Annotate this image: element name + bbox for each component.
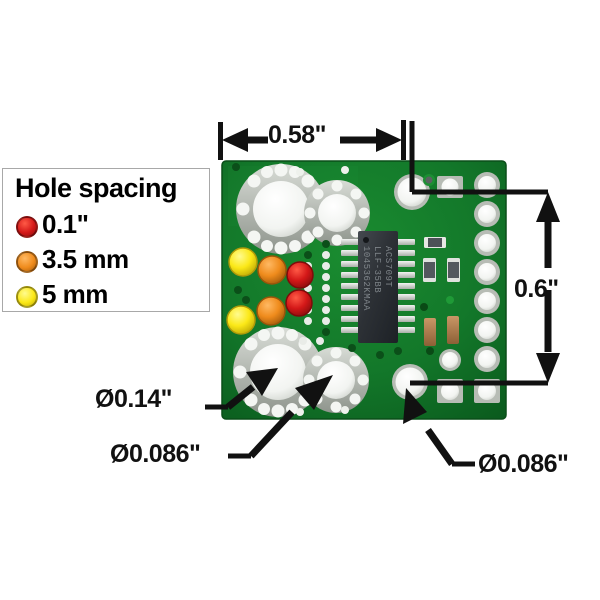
svg-text:1045362KMAA: 1045362KMAA [361,246,371,311]
legend-item-label: 3.5 mm [42,244,129,274]
edge-silkscreen-dots [296,166,349,416]
callout-label-0p14: Ø0.14" [95,385,172,413]
callout-arrow-0p14 [225,368,278,410]
svg-text:ACS709T: ACS709T [383,246,393,287]
hole-marker-row-top [228,247,314,289]
legend-item-label: 0.1" [42,209,89,239]
vias-dark [232,163,402,359]
dimension-label-width: 0.58" [268,121,327,149]
ext-tick-right [401,120,406,160]
ext-tick-left [218,122,223,160]
hole-marker-row-bottom [226,289,313,335]
acs709-ic: ACS709T LLF-35BB 1045362KMAA [341,231,415,343]
orange-dot-icon [16,251,38,273]
legend-item-label: 5 mm [42,279,108,309]
power-pad-bottom-left-large [233,326,323,418]
dim-arrow-right [536,192,560,383]
header-hole-column-right [423,172,500,403]
red-dot-icon [16,216,38,238]
power-pad-top-right-small [304,180,370,246]
dimension-annotations [205,120,560,467]
callout-label-0p086-right: Ø0.086" [478,450,569,478]
callout-label-0p086-left: Ø0.086" [110,440,201,468]
yellow-dot-icon [16,286,38,308]
power-pad-bottom-right-small [303,347,369,413]
smd-components [420,237,460,355]
callout-arrow-0p086-left [248,375,333,459]
vias-and-testpoints [299,251,330,345]
dimension-label-height: 0.6" [514,275,559,303]
hole-spacing-legend: Hole spacing 0.1" 3.5 mm 5 mm [2,168,210,312]
legend-title: Hole spacing [15,173,178,203]
svg-text:LLF-35BB: LLF-35BB [372,246,382,293]
dim-arrow-top [222,128,402,152]
callout-arrow-0p086-right [403,388,455,467]
